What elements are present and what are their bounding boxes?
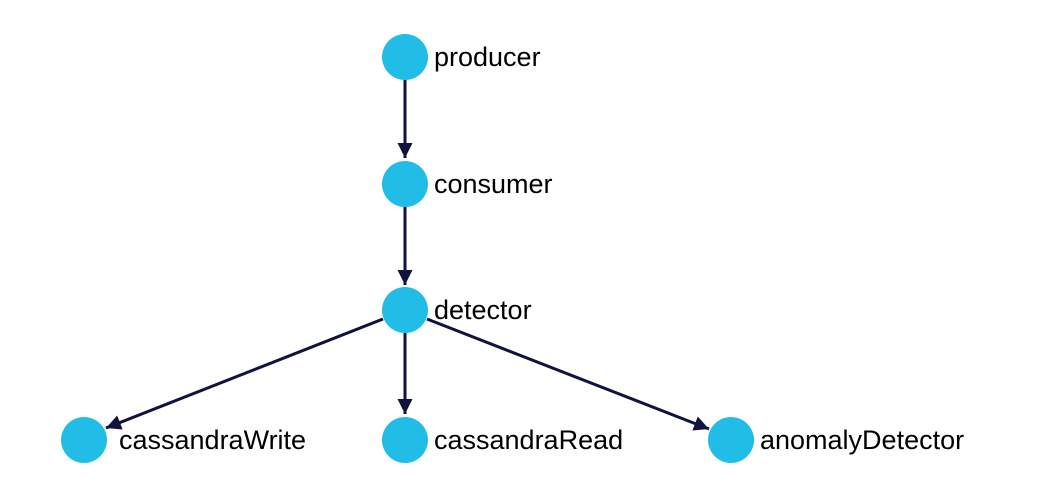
edges xyxy=(105,80,710,431)
node-detector[interactable]: detector xyxy=(382,287,532,333)
node-label: cassandraRead xyxy=(434,425,623,455)
node-consumer[interactable]: consumer xyxy=(382,161,553,207)
node-label: detector xyxy=(434,295,532,325)
node-circle xyxy=(382,34,428,80)
node-anomalydetector[interactable]: anomalyDetector xyxy=(708,417,964,463)
node-label: cassandraWrite xyxy=(119,425,306,455)
node-cassandraread[interactable]: cassandraRead xyxy=(382,417,623,463)
node-label: anomalyDetector xyxy=(760,425,964,455)
node-cassandrawrite[interactable]: cassandraWrite xyxy=(61,417,306,463)
node-circle xyxy=(61,417,107,463)
node-circle xyxy=(382,161,428,207)
node-circle xyxy=(382,287,428,333)
node-circle xyxy=(382,417,428,463)
node-circle xyxy=(708,417,754,463)
edge-detector-anomalydetector xyxy=(426,317,710,431)
node-label: consumer xyxy=(434,169,553,199)
node-label: producer xyxy=(434,42,541,72)
node-producer[interactable]: producer xyxy=(382,34,541,80)
edge-detector-cassandrawrite xyxy=(105,317,384,430)
